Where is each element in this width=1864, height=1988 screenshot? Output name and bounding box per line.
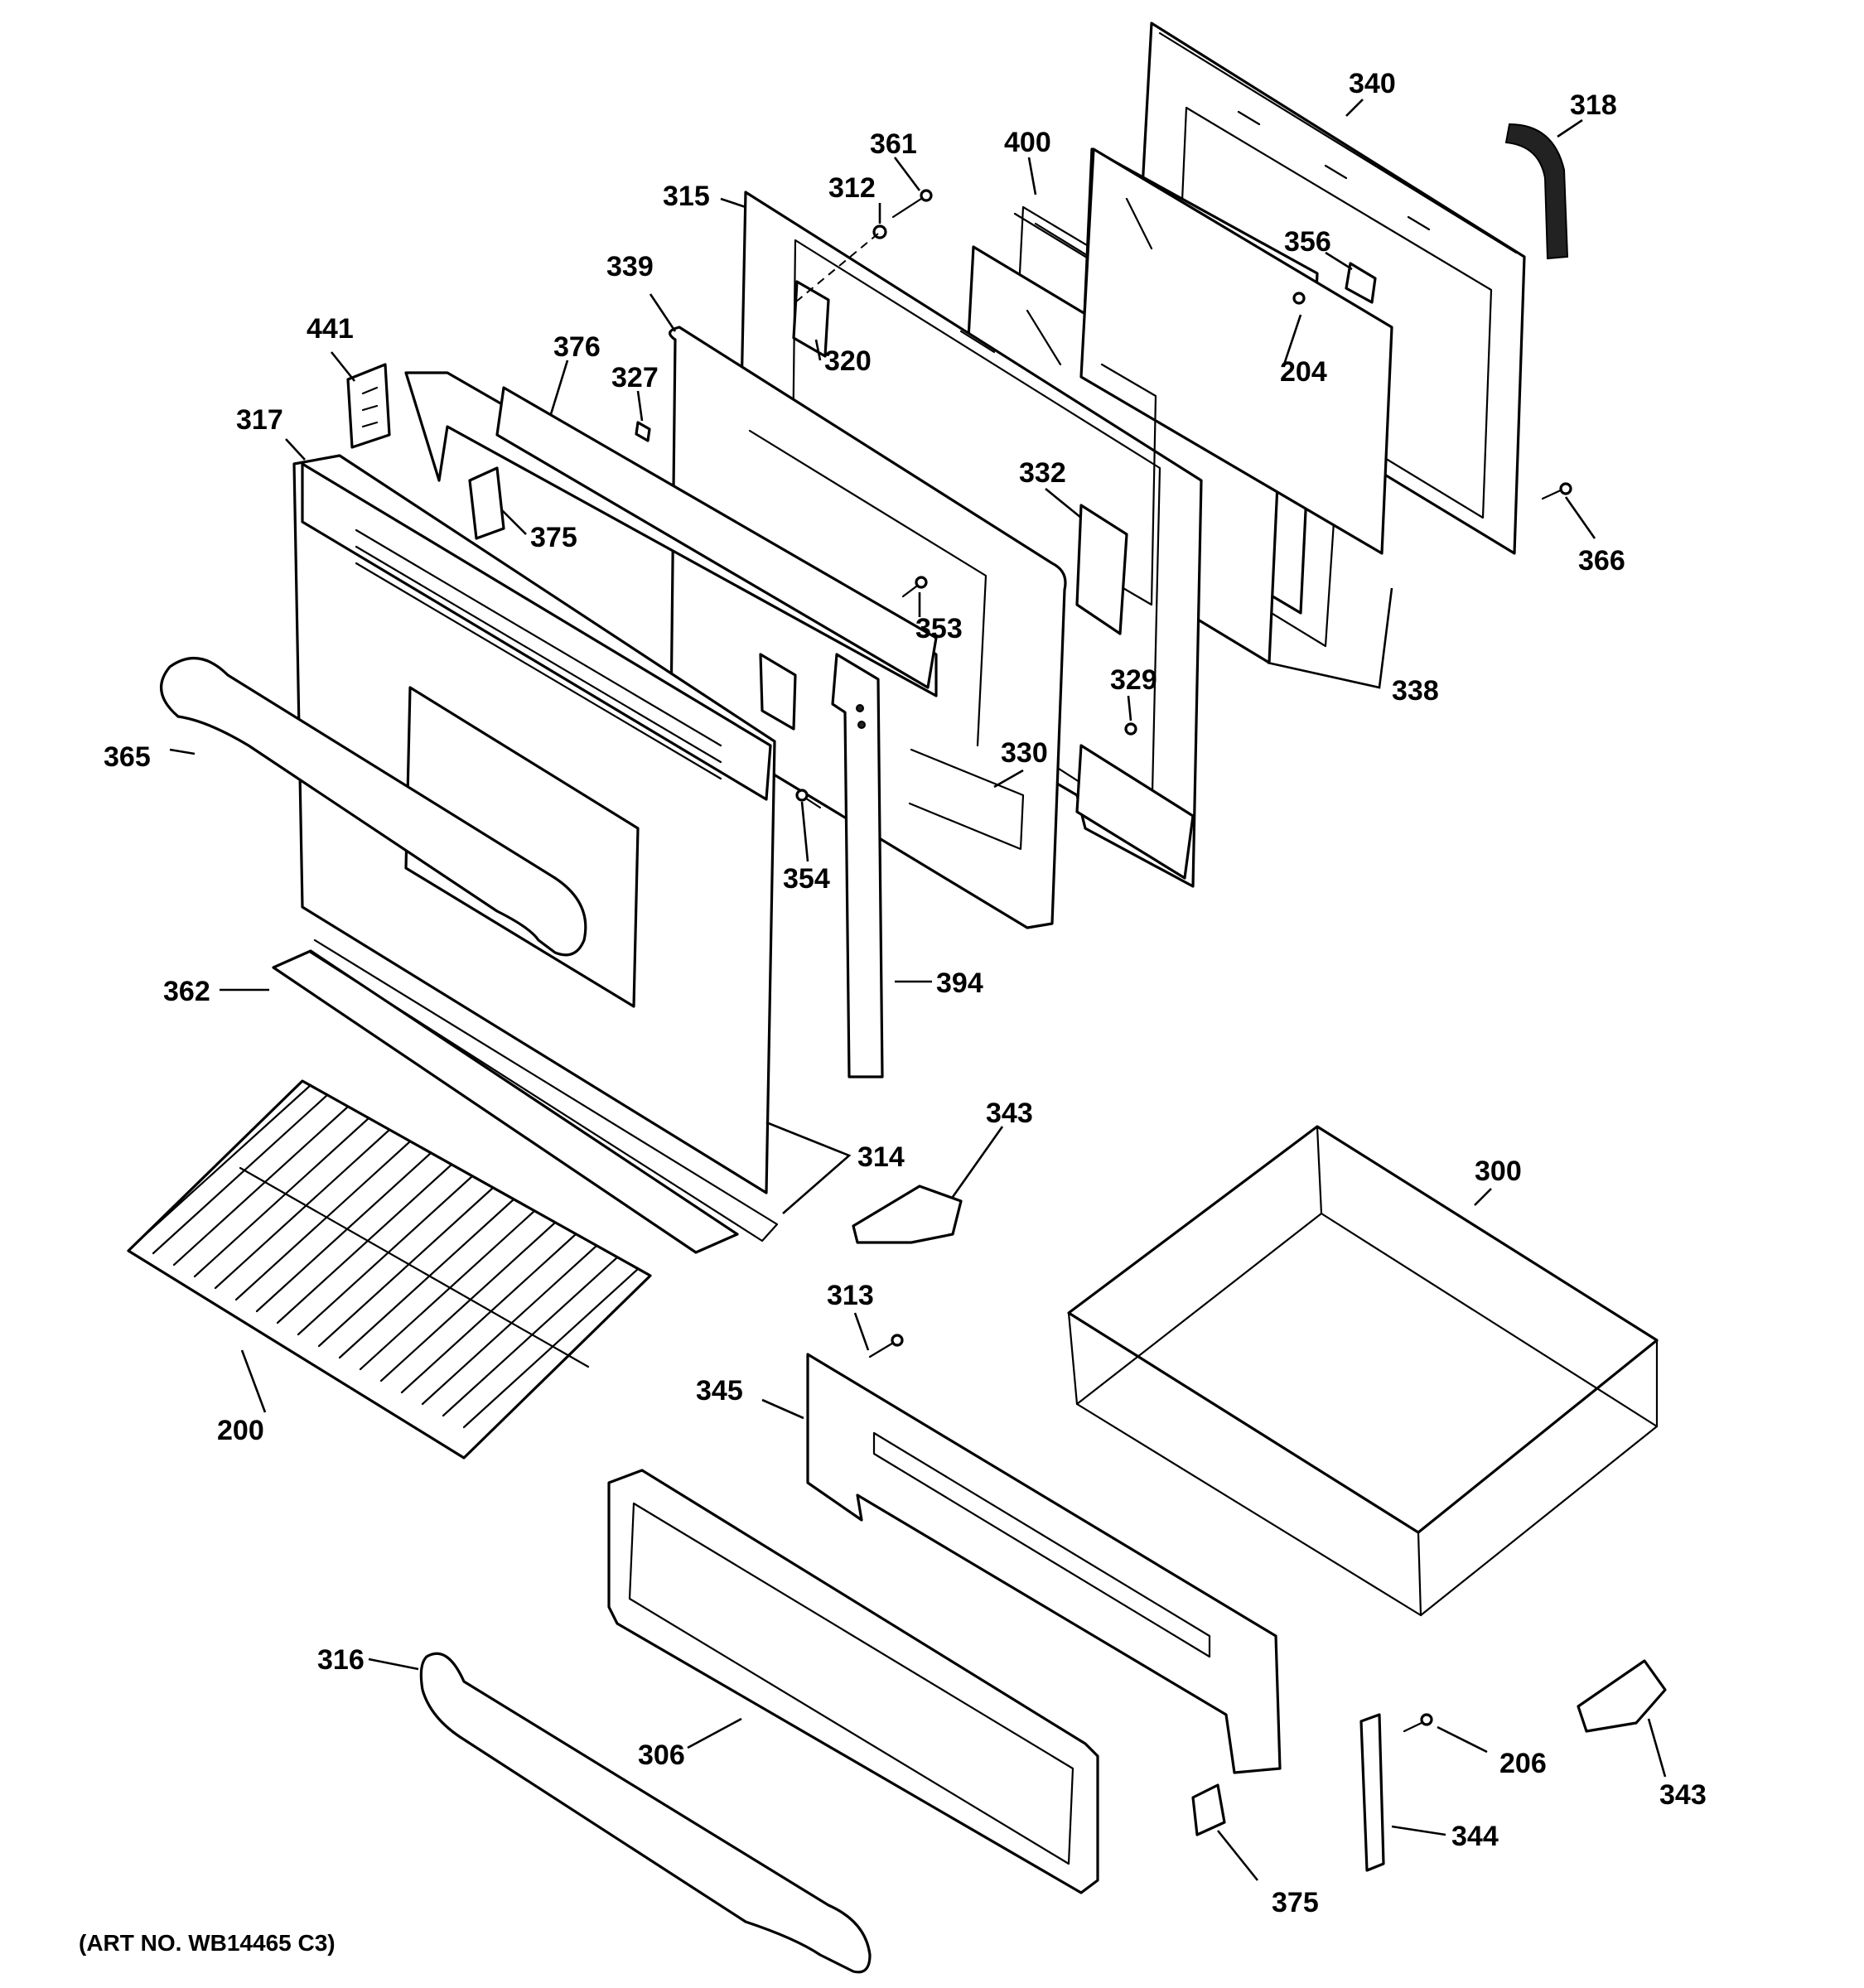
callout-316: 316	[317, 1644, 365, 1676]
bracket-375-lower	[1191, 1783, 1226, 1836]
callout-206: 206	[1499, 1748, 1547, 1779]
bracket-375-upper	[468, 466, 505, 540]
callout-365: 365	[104, 741, 151, 773]
callout-375a: 375	[530, 522, 577, 553]
oven-rack-200	[127, 1079, 652, 1460]
callout-332: 332	[1019, 457, 1066, 489]
callout-315: 315	[663, 181, 710, 212]
door-gasket-318	[1504, 123, 1569, 260]
door-side-trim-394	[831, 653, 884, 1078]
door-panel-330	[908, 748, 1025, 851]
callout-327: 327	[611, 362, 659, 393]
assembly-line-361	[794, 233, 879, 303]
callout-343b: 343	[1659, 1779, 1707, 1811]
hinge-bracket-441	[346, 363, 391, 449]
callout-375b: 375	[1272, 1887, 1319, 1918]
callout-312: 312	[828, 172, 876, 204]
leader-lines	[169, 99, 1667, 1881]
screw-366	[1541, 482, 1572, 500]
drawer-slide-344	[1359, 1713, 1385, 1872]
screw-204	[1292, 292, 1306, 305]
callout-340: 340	[1349, 68, 1396, 99]
callout-343a: 343	[986, 1098, 1033, 1129]
callout-306: 306	[638, 1740, 685, 1771]
door-handle-365	[160, 657, 587, 957]
callout-345: 345	[696, 1375, 743, 1407]
callout-200: 200	[217, 1415, 264, 1446]
screw-329	[1124, 722, 1137, 736]
screw-361	[891, 189, 933, 219]
screw-354	[795, 789, 822, 809]
drawer-body-300	[1067, 1125, 1659, 1617]
callout-314: 314	[857, 1141, 905, 1173]
hinge-bracket-356	[1345, 262, 1377, 304]
door-hinge-receiver-lower	[1075, 744, 1195, 880]
callout-204: 204	[1280, 356, 1327, 388]
vent-trim-362	[272, 939, 779, 1254]
callout-300: 300	[1475, 1156, 1522, 1187]
drawer-handle-316	[419, 1652, 872, 1974]
drawer-latch-343-upper	[852, 1185, 963, 1244]
callout-344: 344	[1451, 1821, 1499, 1852]
callout-313: 313	[827, 1280, 874, 1311]
callout-441: 441	[307, 313, 354, 345]
drawer-inner-panel-345	[806, 1353, 1282, 1774]
callout-394: 394	[936, 967, 983, 999]
callout-317: 317	[236, 404, 283, 436]
callout-330: 330	[1001, 737, 1048, 769]
callout-320: 320	[824, 345, 872, 377]
callout-338: 338	[1392, 675, 1439, 707]
hinge-320	[792, 280, 830, 358]
callout-339: 339	[606, 251, 654, 282]
callout-361: 361	[870, 128, 917, 160]
door-frame-376	[404, 371, 938, 697]
clip-327	[635, 421, 651, 442]
callout-353: 353	[915, 613, 963, 644]
callout-354: 354	[783, 863, 830, 895]
screw-206	[1403, 1713, 1433, 1733]
drawer-front-306	[607, 1469, 1099, 1894]
callout-318: 318	[1570, 89, 1617, 121]
drawer-latch-343-lower	[1577, 1659, 1667, 1733]
door-bracket	[759, 653, 797, 731]
callout-376: 376	[553, 331, 601, 363]
callout-366: 366	[1578, 545, 1625, 577]
callout-362: 362	[163, 976, 210, 1007]
door-trim-332	[1075, 504, 1128, 635]
callout-329: 329	[1110, 664, 1157, 696]
callout-400: 400	[1004, 127, 1051, 158]
screw-313	[868, 1334, 904, 1358]
callout-356: 356	[1284, 226, 1331, 258]
art-number-label: (ART NO. WB14465 C3)	[79, 1930, 336, 1956]
screw-353	[901, 576, 928, 598]
